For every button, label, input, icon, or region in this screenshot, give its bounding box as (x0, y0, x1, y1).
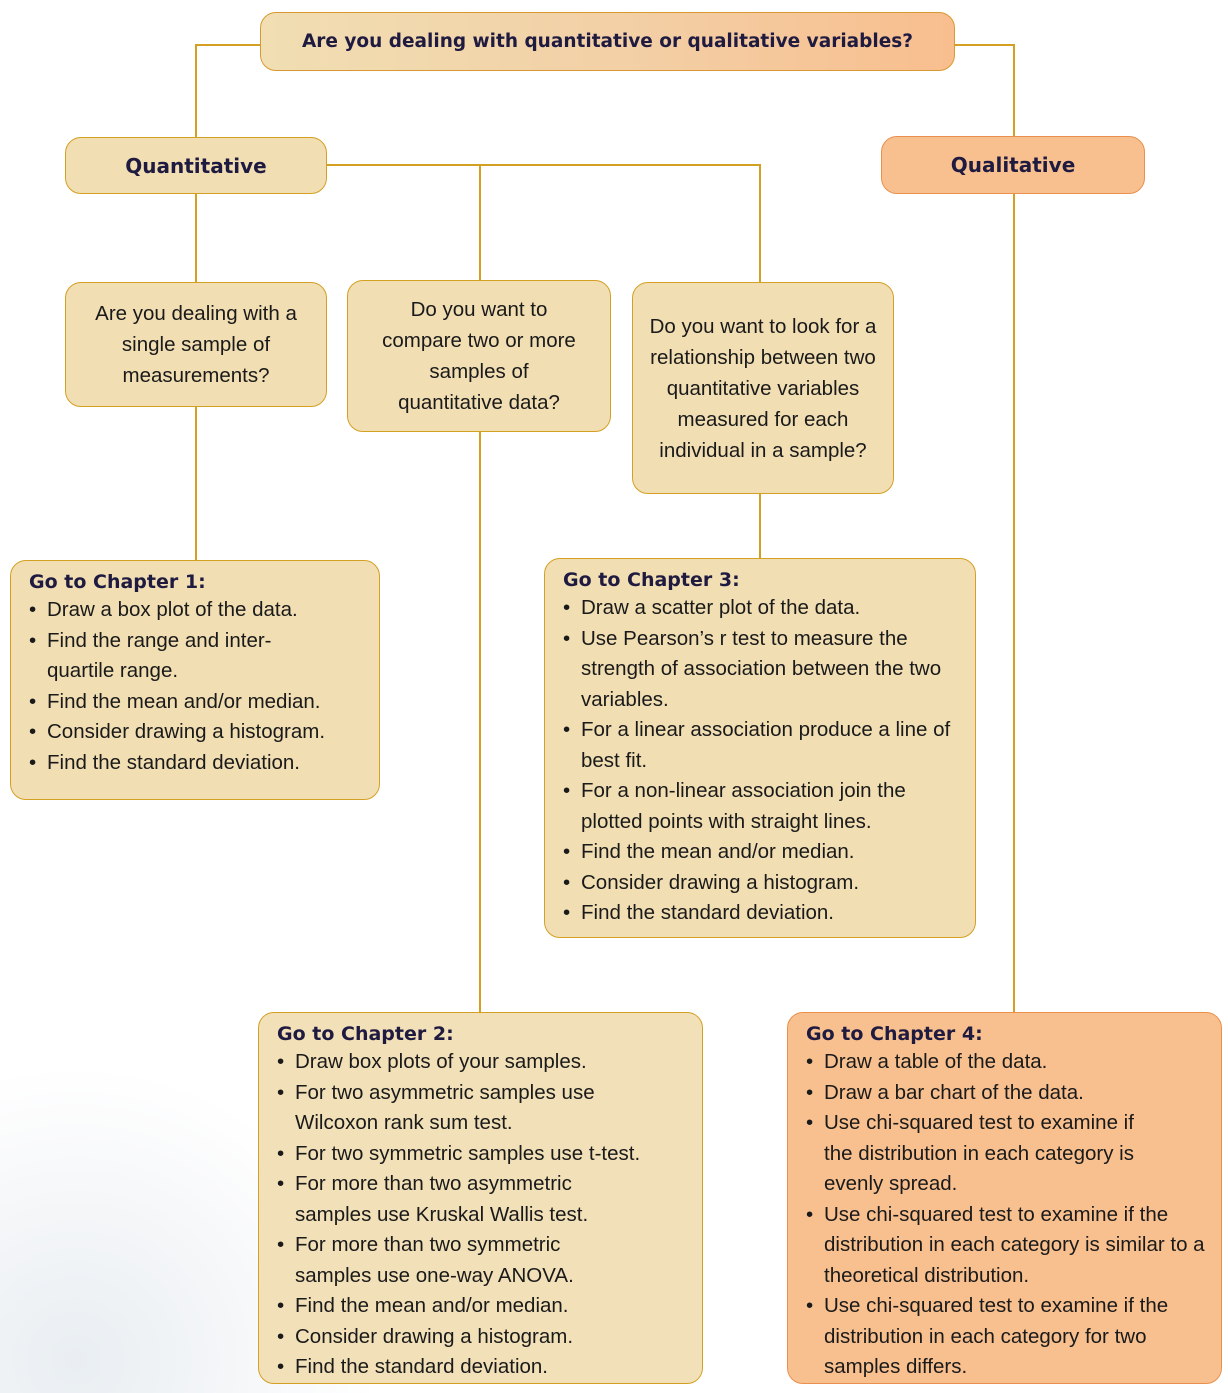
compare-samples-question-text: Do you want to compare two or more sampl… (382, 298, 576, 414)
list-item: For a linear association produce a line … (563, 715, 951, 776)
relationship-question-box: Do you want to look for a relationship b… (632, 282, 894, 494)
list-item: Find the mean and/or median. (277, 1291, 688, 1322)
list-item: For more than two asymmetric samples use… (277, 1169, 635, 1230)
chapter-1-title: Go to Chapter 1: (29, 571, 206, 593)
qualitative-box: Qualitative (881, 136, 1145, 194)
list-item: Draw a bar chart of the data. (806, 1078, 1207, 1109)
single-sample-question-text: Are you dealing with a single sample of … (95, 302, 297, 387)
chapter-2-list: Draw box plots of your samples. For two … (277, 1047, 688, 1383)
chapter-3-box: Go to Chapter 3: Draw a scatter plot of … (544, 558, 976, 938)
qualitative-label: Qualitative (950, 153, 1076, 177)
chapter-4-title: Go to Chapter 4: (806, 1023, 983, 1045)
relationship-question-text: Do you want to look for a relationship b… (649, 314, 877, 462)
list-item: Find the standard deviation. (277, 1352, 688, 1383)
connector-top-left (195, 44, 260, 140)
connector-top-right (955, 44, 1015, 136)
list-item: Draw a scatter plot of the data. (563, 593, 961, 624)
list-item: Draw a box plot of the data. (29, 595, 365, 626)
chapter-2-box: Go to Chapter 2: Draw box plots of your … (258, 1012, 703, 1384)
list-item: Find the range and inter-quartile range. (29, 626, 337, 687)
quantitative-label: Quantitative (125, 153, 267, 178)
list-item: Find the standard deviation. (563, 898, 961, 929)
top-question-text: Are you dealing with quantitative or qua… (301, 31, 914, 52)
quantitative-box: Quantitative (65, 137, 327, 194)
list-item: Draw a table of the data. (806, 1047, 1207, 1078)
list-item: Consider drawing a histogram. (277, 1322, 688, 1353)
list-item: Use Pearson’s r test to measure the stre… (563, 624, 961, 716)
connector-quant-branches (327, 164, 761, 282)
list-item: Find the mean and/or median. (29, 687, 365, 718)
chapter-3-list: Draw a scatter plot of the data. Use Pea… (563, 593, 961, 929)
compare-samples-question-box: Do you want to compare two or more sampl… (347, 280, 611, 432)
list-item: Consider drawing a histogram. (29, 717, 365, 748)
list-item: For more than two symmetric samples use … (277, 1230, 635, 1291)
top-question-box: Are you dealing with quantitative or qua… (260, 12, 955, 71)
chapter-3-title: Go to Chapter 3: (563, 569, 740, 591)
chapter-1-list: Draw a box plot of the data. Find the ra… (29, 595, 365, 778)
chapter-1-box: Go to Chapter 1: Draw a box plot of the … (10, 560, 380, 800)
chapter-4-box: Go to Chapter 4: Draw a table of the dat… (787, 1012, 1222, 1384)
chapter-2-title: Go to Chapter 2: (277, 1023, 454, 1045)
list-item: Draw box plots of your samples. (277, 1047, 688, 1078)
list-item: Find the mean and/or median. (563, 837, 961, 868)
list-item: Find the standard deviation. (29, 748, 365, 779)
chapter-4-list: Draw a table of the data. Draw a bar cha… (806, 1047, 1207, 1383)
list-item: Use chi-squared test to examine if the d… (806, 1108, 1154, 1200)
single-sample-question-box: Are you dealing with a single sample of … (65, 282, 327, 407)
list-item: Consider drawing a histogram. (563, 868, 961, 899)
list-item: Use chi-squared test to examine if the d… (806, 1200, 1207, 1292)
list-item: Use chi-squared test to examine if the d… (806, 1291, 1207, 1383)
list-item: For two symmetric samples use t-test. (277, 1139, 688, 1170)
list-item: For two asymmetric samples use Wilcoxon … (277, 1078, 645, 1139)
list-item: For a non-linear association join the pl… (563, 776, 961, 837)
